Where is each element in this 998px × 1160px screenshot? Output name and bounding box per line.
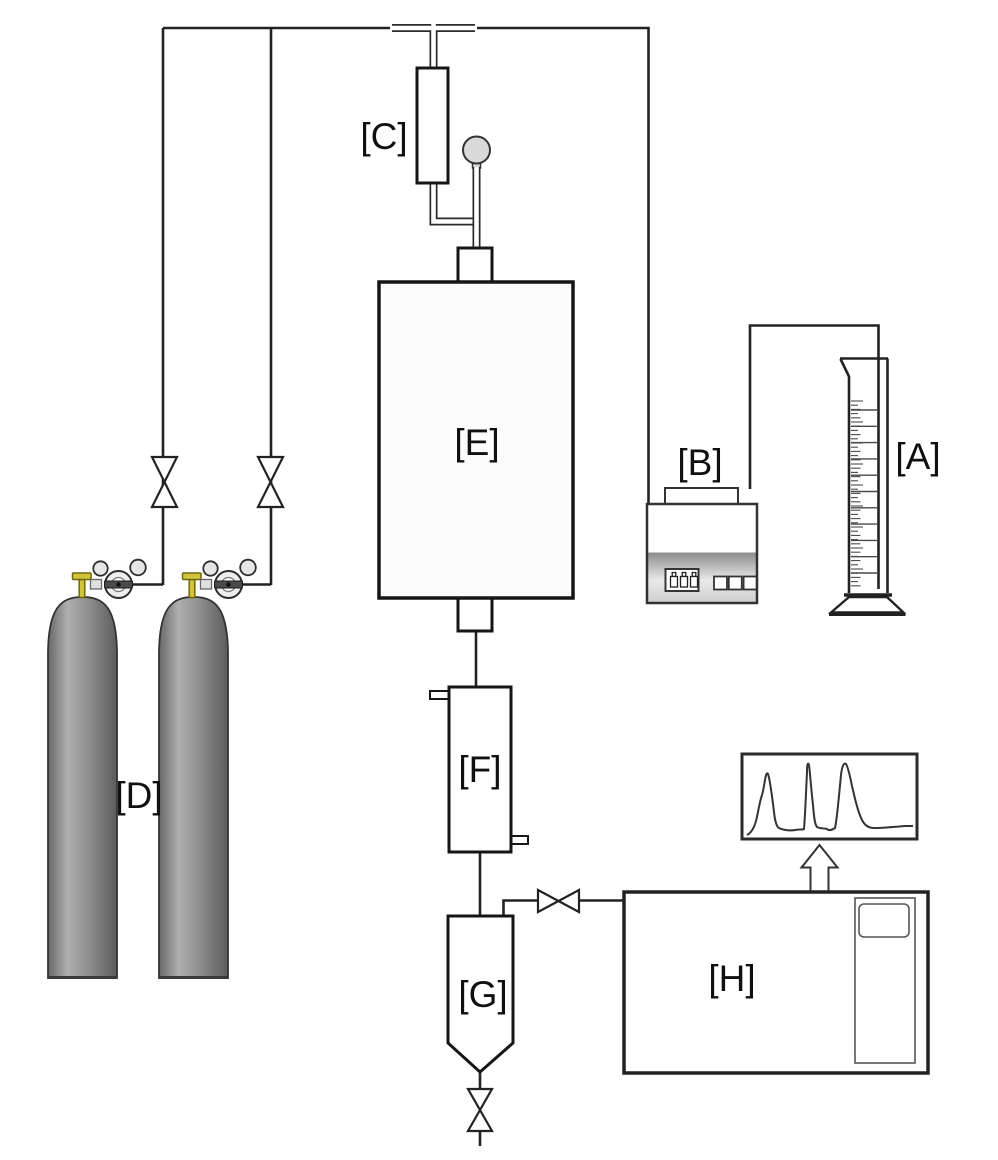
- condenser-f: [429, 685, 529, 854]
- column-c: [415, 66, 450, 185]
- pump-button-2[interactable]: [727, 575, 743, 591]
- gas-cylinder-2: [158, 596, 229, 979]
- cylinder-scale: [851, 400, 877, 587]
- valve-gc-inlet-icon[interactable]: [536, 888, 581, 914]
- pump-housing: [645, 502, 759, 605]
- label-c: [C]: [360, 116, 407, 157]
- label-a: [A]: [895, 436, 940, 477]
- gas-cylinders-d: [47, 596, 229, 979]
- three-peak-trace-icon: [746, 762, 913, 836]
- triple-vial-indicator-icon: [669, 571, 699, 588]
- condenser-nozzle-bottom: [509, 835, 529, 845]
- component-labels: [A] [B] [C] [D] [E] [F] [G] [H]: [115, 116, 940, 1015]
- regulator-2: [181, 558, 257, 599]
- label-e: [E]: [454, 422, 499, 463]
- reactor-e: [377, 246, 575, 633]
- vessel-body: [446, 914, 515, 1075]
- gas-cylinder-1: [47, 596, 118, 979]
- valve-gas-line-1-icon[interactable]: [150, 455, 179, 509]
- gauge-icon: [92, 560, 109, 577]
- cylinder-valve-handle-1-icon[interactable]: [78, 578, 86, 599]
- label-b: [B]: [677, 442, 722, 483]
- gauge-icon: [239, 558, 257, 577]
- label-f: [F]: [458, 749, 501, 790]
- pump-unit-b: [645, 487, 759, 605]
- reactor-bottom-port: [456, 596, 494, 633]
- valves: [150, 455, 581, 1133]
- cylinder-base: [827, 595, 907, 614]
- glass-tubing: [390, 24, 481, 252]
- cylinder-valve-handle-2-icon[interactable]: [188, 578, 196, 599]
- label-g: [G]: [458, 974, 507, 1015]
- reactor-body: [377, 280, 575, 600]
- condenser-nozzle-top: [429, 690, 451, 700]
- pump-button-3[interactable]: [742, 575, 758, 591]
- pipe-vessel-to-gc: [502, 899, 624, 916]
- block-arrow-up-icon: [799, 843, 840, 891]
- valve-gas-line-2-icon[interactable]: [256, 455, 285, 509]
- reactor-top-port: [456, 246, 494, 284]
- label-d: [D]: [115, 775, 162, 816]
- gauge-icon: [202, 560, 219, 577]
- valve-drain-icon[interactable]: [466, 1087, 494, 1133]
- pump-lid: [664, 487, 739, 505]
- pipe-pump-to-cylinder: [748, 324, 880, 589]
- gas-chromatograph-h: [622, 843, 930, 1075]
- label-h: [H]: [708, 958, 755, 999]
- condenser-body: [447, 685, 513, 854]
- pipe-manifold-top: [163, 26, 650, 504]
- bulb-icon: [462, 135, 491, 165]
- pump-button-1[interactable]: [713, 575, 728, 591]
- injector-bulb: [462, 135, 491, 252]
- chromatogram-display: [740, 752, 919, 841]
- regulator-1: [71, 558, 147, 599]
- collection-vessel-g: [446, 914, 515, 1075]
- graduated-cylinder-a: [827, 357, 907, 616]
- gauge-icon: [129, 558, 147, 577]
- gc-panel-display: [858, 903, 910, 938]
